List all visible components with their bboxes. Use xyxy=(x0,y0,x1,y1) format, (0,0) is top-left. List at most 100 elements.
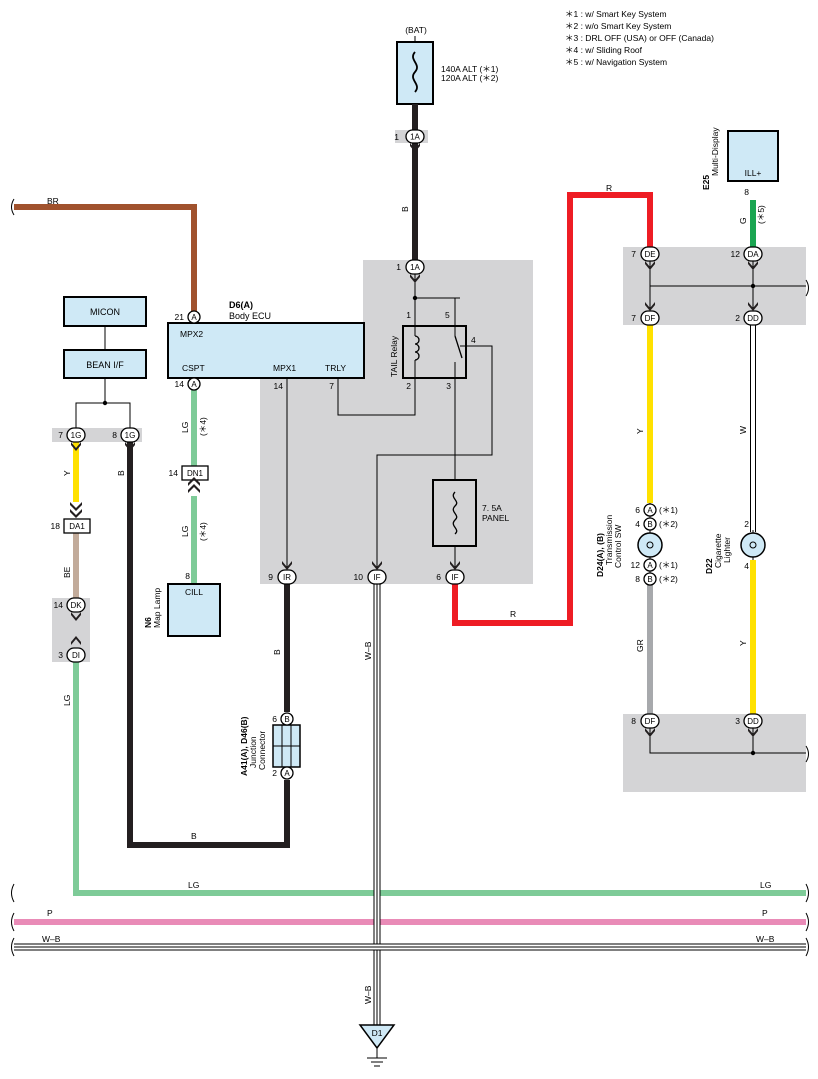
svg-text:B: B xyxy=(272,649,282,655)
ecu-mpx2: MPX2 xyxy=(180,329,203,339)
svg-text:LG: LG xyxy=(180,526,190,537)
svg-text:W–B: W–B xyxy=(363,641,373,660)
connector-dd-bottom: DD 3 xyxy=(735,713,763,729)
svg-text:DK: DK xyxy=(70,601,82,610)
svg-text:A: A xyxy=(191,380,197,389)
svg-text:D1: D1 xyxy=(372,1028,383,1038)
svg-text:DN1: DN1 xyxy=(187,469,204,478)
svg-text:3: 3 xyxy=(446,381,451,391)
connector-de: DE 7 xyxy=(631,246,660,262)
svg-text:1G: 1G xyxy=(125,431,136,440)
svg-text:4: 4 xyxy=(744,561,749,571)
connector-junction-b: B 6 xyxy=(272,712,294,726)
connector-chevrons xyxy=(70,143,758,737)
svg-text:1G: 1G xyxy=(71,431,82,440)
wire-break-marks xyxy=(11,198,809,957)
svg-text:18: 18 xyxy=(51,521,61,531)
svg-text:A: A xyxy=(284,769,290,778)
svg-text:E25: E25 xyxy=(701,175,711,190)
svg-text:Y: Y xyxy=(635,428,645,434)
connector-df-bottom: DF 8 xyxy=(631,713,660,729)
wires xyxy=(14,143,806,925)
svg-text:4: 4 xyxy=(635,519,640,529)
notes-legend: ＊1 : w/ Smart Key System ＊2 : w/o Smart … xyxy=(565,9,714,67)
connector-1a-relay: 1A 1 xyxy=(396,259,425,275)
svg-text:(＊2): (＊2) xyxy=(659,574,678,584)
connector-a14: A 14 xyxy=(175,377,201,391)
svg-text:LG: LG xyxy=(760,880,771,890)
svg-text:IF: IF xyxy=(451,573,458,582)
connector-ts-b4: B 4 (＊2) xyxy=(635,517,678,531)
svg-text:8: 8 xyxy=(185,571,190,581)
svg-text:(＊1): (＊1) xyxy=(659,560,678,570)
svg-text:Transmission: Transmission xyxy=(604,515,614,565)
svg-text:21: 21 xyxy=(175,312,185,322)
svg-text:14: 14 xyxy=(175,379,185,389)
svg-text:Lighter: Lighter xyxy=(722,537,732,563)
connector-1a-top: 1A 1 xyxy=(394,129,425,144)
svg-text:8: 8 xyxy=(635,574,640,584)
connector-df-top: DF 7 xyxy=(631,310,660,326)
svg-text:Map Lamp: Map Lamp xyxy=(152,588,162,628)
svg-text:DA1: DA1 xyxy=(69,522,85,531)
wire-b-left xyxy=(127,442,290,848)
svg-text:B: B xyxy=(191,831,197,841)
tail-relay: TAIL Relay xyxy=(389,325,467,379)
svg-text:12: 12 xyxy=(731,249,741,259)
note-4: ＊4 : w/ Sliding Roof xyxy=(565,45,643,55)
connector-a21: A 21 xyxy=(175,310,201,324)
svg-text:Y: Y xyxy=(62,470,72,476)
connector-di: DI 3 xyxy=(58,647,86,663)
svg-text:1: 1 xyxy=(394,132,399,142)
connector-ts-b8: B 8 (＊2) xyxy=(635,572,678,586)
svg-text:MICON: MICON xyxy=(90,307,120,317)
junction-connector: A41(A), D46(B) Junction Connector xyxy=(239,716,301,776)
bean-if-box: BEAN I/F xyxy=(63,349,147,379)
multi-display: ILL+ E25 Multi-Display xyxy=(701,127,779,190)
svg-text:CILL: CILL xyxy=(185,587,203,597)
svg-text:1: 1 xyxy=(406,310,411,320)
ecu-trly: TRLY xyxy=(325,363,346,373)
svg-text:8: 8 xyxy=(744,187,749,197)
ecu-cspt: CSPT xyxy=(182,363,205,373)
svg-text:IR: IR xyxy=(283,573,291,582)
svg-text:BEAN I/F: BEAN I/F xyxy=(86,360,124,370)
svg-text:LG: LG xyxy=(180,422,190,433)
svg-text:B: B xyxy=(647,575,652,584)
internal-wiring xyxy=(75,261,806,754)
cigarette-lighter: D22 Cigarette Lighter xyxy=(704,530,766,574)
svg-text:IF: IF xyxy=(373,573,380,582)
svg-text:8: 8 xyxy=(112,430,117,440)
note-5: ＊5 : w/ Navigation System xyxy=(565,57,667,67)
svg-text:N6: N6 xyxy=(143,617,153,628)
connector-if-6: IF 6 xyxy=(436,569,465,585)
note-2: ＊2 : w/o Smart Key System xyxy=(565,21,671,31)
svg-text:ILL+: ILL+ xyxy=(745,168,762,178)
fuse-rating-2: 120A ALT (＊2) xyxy=(441,73,498,83)
svg-text:8: 8 xyxy=(631,716,636,726)
svg-text:6: 6 xyxy=(436,572,441,582)
svg-text:B: B xyxy=(400,206,410,212)
svg-text:Control SW: Control SW xyxy=(613,525,623,568)
note-3: ＊3 : DRL OFF (USA) or OFF (Canada) xyxy=(565,33,714,43)
svg-text:6: 6 xyxy=(635,505,640,515)
svg-text:6: 6 xyxy=(272,714,277,724)
battery-fusible-link: (BAT) 140A ALT (＊1) 120A ALT (＊2) xyxy=(396,25,498,130)
svg-text:3: 3 xyxy=(58,650,63,660)
svg-text:P: P xyxy=(762,908,768,918)
svg-text:7: 7 xyxy=(58,430,63,440)
svg-text:DD: DD xyxy=(747,314,759,323)
svg-text:B: B xyxy=(284,715,289,724)
svg-text:2: 2 xyxy=(406,381,411,391)
svg-text:12: 12 xyxy=(631,560,641,570)
body-ecu-name: Body ECU xyxy=(229,311,271,321)
svg-text:Multi-Display: Multi-Display xyxy=(710,127,720,176)
svg-text:DI: DI xyxy=(72,651,80,660)
connector-dd-top: DD 2 xyxy=(735,310,763,326)
svg-text:W–B: W–B xyxy=(42,934,61,944)
connector-dn1: DN1 14 xyxy=(169,465,209,481)
svg-text:A41(A), D46(B): A41(A), D46(B) xyxy=(239,716,249,776)
connector-da1: DA1 18 xyxy=(51,518,91,534)
connector-1g-7: 1G 7 xyxy=(58,427,86,443)
